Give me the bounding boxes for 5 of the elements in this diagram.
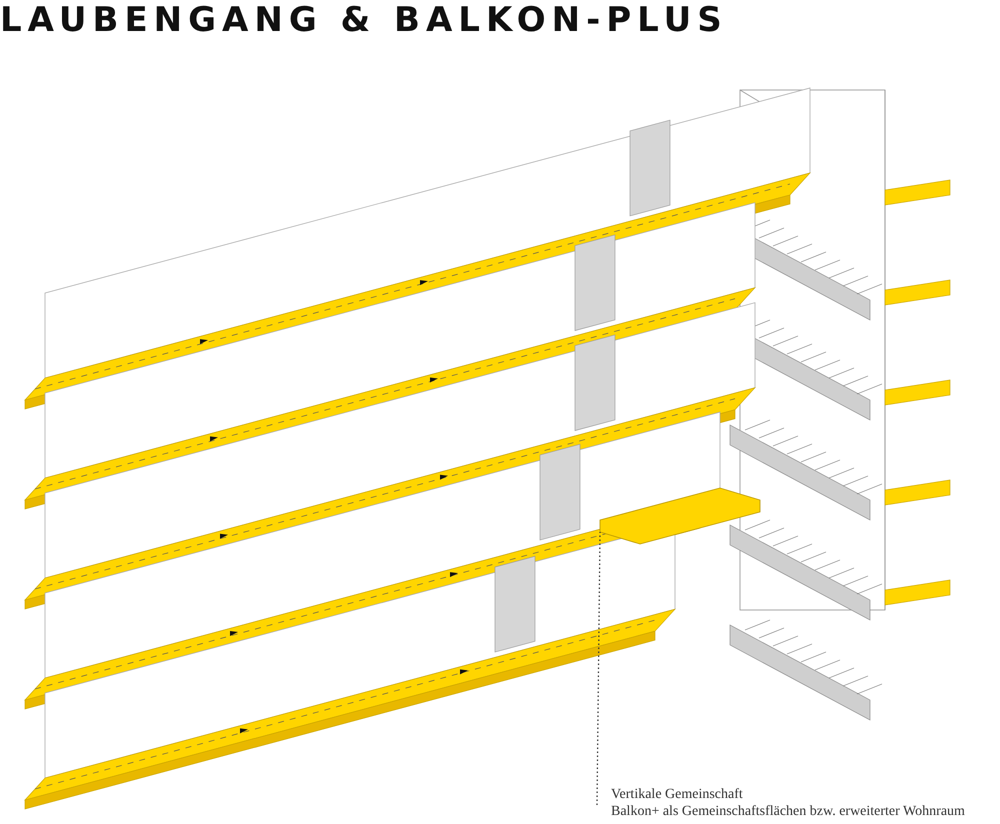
caption-heading: Vertikale Gemeinschaft [611, 786, 744, 803]
title: LAUBENGANG & BALKON-PLUS [0, 0, 728, 40]
leader-line [596, 532, 601, 805]
balcony-slab [600, 488, 760, 544]
caption-text: Balkon+ als Gemeinschaftsflächen bzw. erweiterter Wohnraum [611, 803, 965, 820]
